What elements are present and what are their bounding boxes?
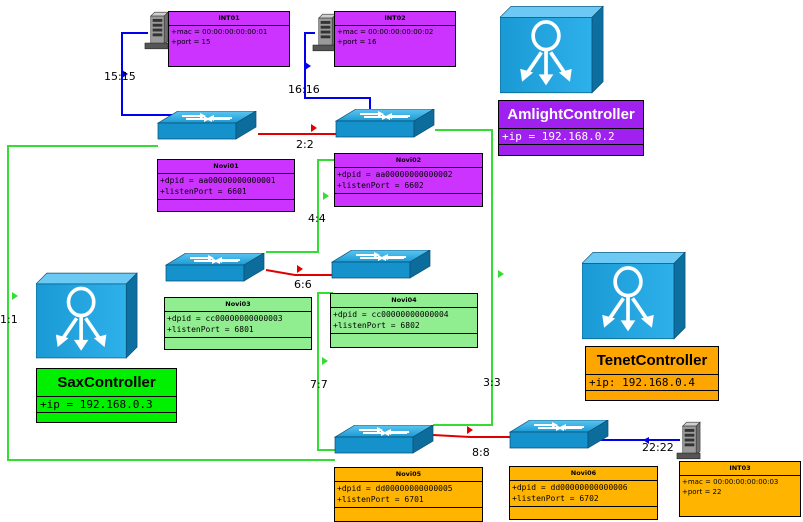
port-label-2-2: 2:2 [296,138,314,151]
switch-card-novi06[interactable]: Novi06 +dpid = dd00000000000006 +listenP… [509,466,658,520]
switch-listen-port: +listenPort = 6701 [337,495,424,504]
link-novi05-novi06 [432,434,512,438]
link-novi02-novi05 [433,129,493,426]
switch-card-novi05[interactable]: Novi05 +dpid = dd00000000000005 +listenP… [334,467,483,522]
switch-icon [508,420,610,450]
controller-title: SaxController [37,369,176,397]
controller-ip: +ip = 192.168.0.2 [499,129,643,145]
link-arrow-marker [12,292,18,300]
switch-card-novi04[interactable]: Novi04 +dpid = cc00000000000004 +listenP… [330,293,478,348]
switch-icon [334,109,436,139]
switch-title: Novi03 [165,298,311,312]
switch-title: Novi01 [158,160,294,174]
port-label-15-15: 15:15 [104,70,136,83]
port-label-8-8: 8:8 [472,446,490,459]
link-arrow-marker [467,426,473,434]
switch-title: Novi04 [331,294,477,308]
link-arrow-marker [498,270,504,278]
server-icon [144,10,170,52]
host-mac: +mac = 00:00:00:00:00:01 [171,28,268,36]
switch-dpid: +dpid = cc00000000000003 [167,314,283,323]
switch-card-novi01[interactable]: Novi01 +dpid = aa00000000000001 +listenP… [157,159,295,212]
host-card-int01[interactable]: INT01 +mac = 00:00:00:00:00:01 +port = 1… [168,11,290,67]
controller-icon [500,2,604,98]
host-card-int03[interactable]: INT03 +mac = 00:00:00:00:00:03 +port = 2… [679,461,801,517]
port-label-3-3: 3:3 [483,376,501,389]
link-arrow-marker [297,265,303,273]
controller-ip: +ip = 192.168.0.3 [37,397,176,413]
switch-icon [164,253,266,283]
link-novi02-novi03 [266,159,338,253]
controller-title: AmlightController [499,101,643,129]
link-novi04-novi05 [317,292,335,451]
switch-dpid: +dpid = cc00000000000004 [333,310,449,319]
switch-listen-port: +listenPort = 6802 [333,321,420,330]
controller-card-sax[interactable]: SaxController +ip = 192.168.0.3 [36,368,177,423]
switch-listen-port: +listenPort = 6801 [167,325,254,334]
switch-card-novi03[interactable]: Novi03 +dpid = cc00000000000003 +listenP… [164,297,312,350]
link-arrow-marker [322,357,328,365]
link-arrow-marker [311,124,317,132]
switch-dpid: +dpid = aa00000000000001 [160,176,276,185]
switch-dpid: +dpid = dd00000000000005 [337,484,453,493]
controller-card-amlight[interactable]: AmlightController +ip = 192.168.0.2 [498,100,644,156]
link-arrow-marker [122,70,128,78]
controller-icon [582,248,686,344]
switch-title: Novi05 [335,468,482,482]
controller-icon [36,268,138,364]
link-novi03-novi04 [265,269,335,276]
link-novi01-novi05 [7,145,335,461]
link-arrow-marker [323,192,329,200]
controller-card-tenet[interactable]: TenetController +ip: 192.168.0.4 [585,346,719,401]
controller-ip: +ip: 192.168.0.4 [586,375,718,391]
host-port: +port = 16 [337,38,377,46]
link-arrow-marker [643,437,649,444]
host-card-int02[interactable]: INT02 +mac = 00:00:00:00:00:02 +port = 1… [334,11,456,67]
switch-listen-port: +listenPort = 6702 [512,494,599,503]
host-mac: +mac = 00:00:00:00:00:02 [337,28,434,36]
port-label-22-22: 22:22 [642,441,674,454]
port-label-4-4: 4:4 [308,212,326,225]
host-mac: +mac = 00:00:00:00:00:03 [682,478,779,486]
server-icon [676,420,702,462]
switch-icon [330,250,432,280]
switch-icon [156,111,258,141]
controller-title: TenetController [586,347,718,375]
host-title: INT01 [169,12,289,26]
port-label-7-7: 7:7 [310,378,328,391]
switch-title: Novi06 [510,467,657,481]
switch-dpid: +dpid = aa00000000000002 [337,170,453,179]
switch-card-novi02[interactable]: Novi02 +dpid = aa00000000000002 +listenP… [334,153,483,207]
switch-listen-port: +listenPort = 6602 [337,181,424,190]
host-port: +port = 15 [171,38,211,46]
link-int03-novi06 [599,428,680,441]
switch-icon [333,425,435,455]
switch-dpid: +dpid = dd00000000000006 [512,483,628,492]
port-label-16-16: 16:16 [288,83,320,96]
switch-title: Novi02 [335,154,482,168]
port-label-6-6: 6:6 [294,278,312,291]
host-title: INT02 [335,12,455,26]
host-port: +port = 22 [682,488,722,496]
link-arrow-marker [305,62,311,70]
switch-listen-port: +listenPort = 6601 [160,187,247,196]
port-label-1-1: 1:1 [0,313,18,326]
host-title: INT03 [680,462,800,476]
link-int02-novi02 [304,32,371,113]
